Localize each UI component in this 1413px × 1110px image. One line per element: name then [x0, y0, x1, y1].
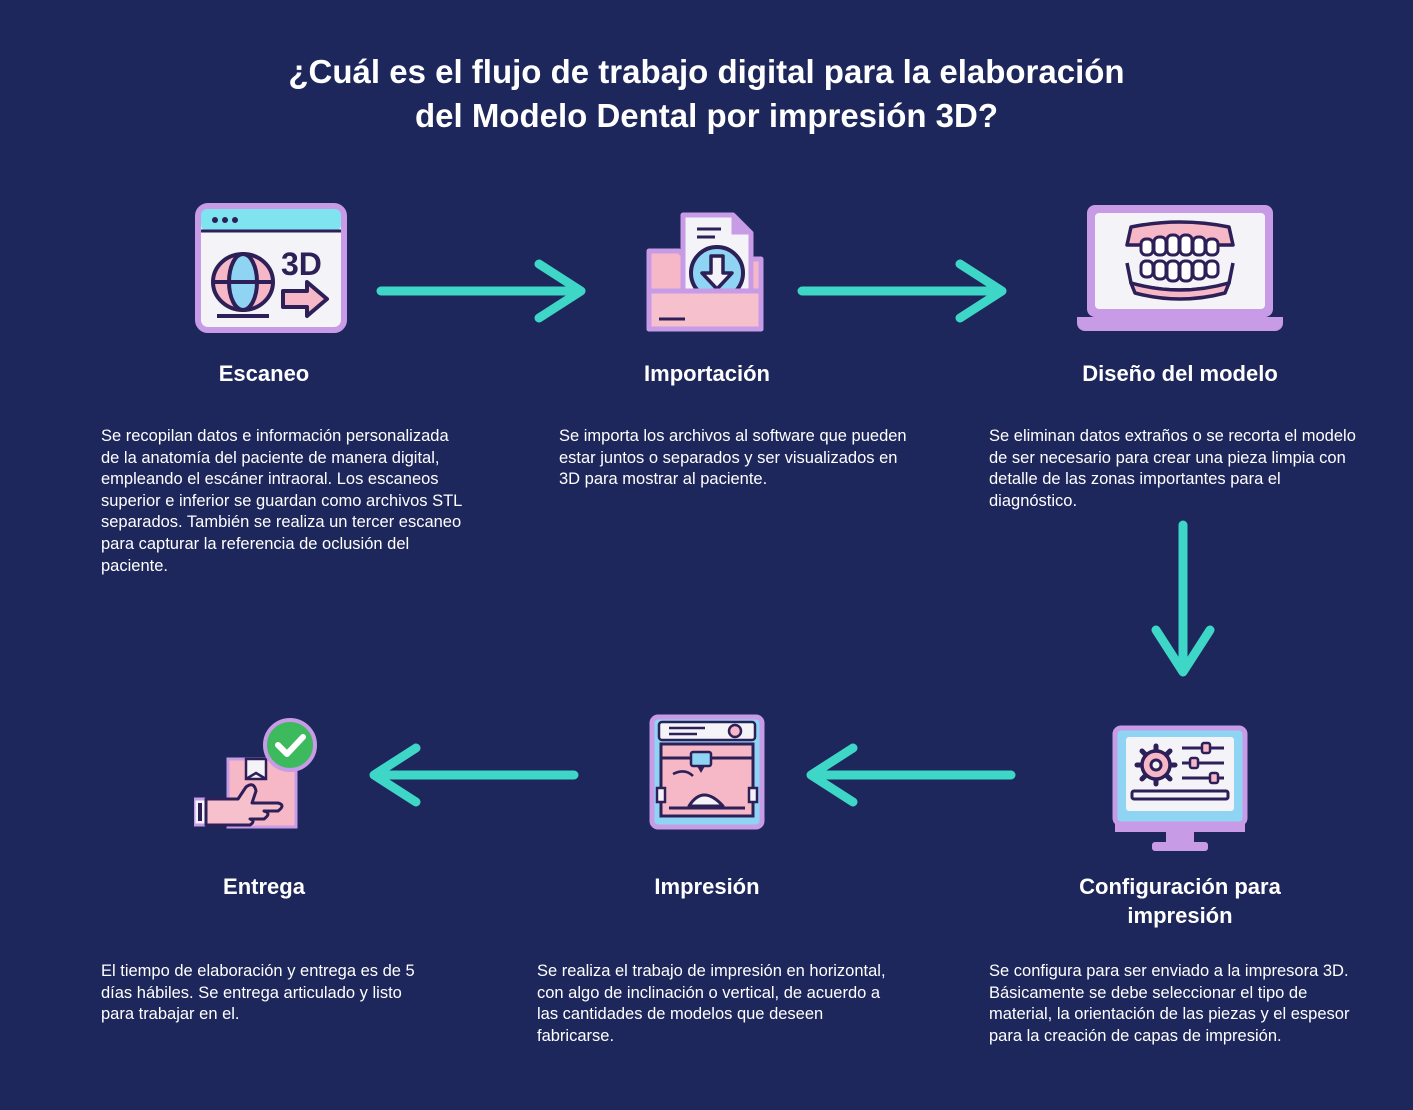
flow-arrow-down — [1150, 520, 1216, 682]
step-description-escaneo: Se recopilan datos e información persona… — [101, 427, 462, 575]
step-description-configuracion: Se configura para ser enviado a la impre… — [989, 962, 1350, 1045]
flow-arrow-right-2 — [797, 258, 1013, 324]
step-description-entrega: El tiempo de elaboración y entrega es de… — [101, 962, 415, 1024]
flow-arrow-right-1 — [376, 258, 592, 324]
svg-text:3D: 3D — [281, 246, 322, 282]
step-description-diseno-modelo: Se eliminan datos extraños o se recorta … — [989, 427, 1356, 510]
page-title-line-2: del Modelo Dental por impresión 3D? — [414, 97, 999, 134]
3d-printer-icon — [649, 714, 765, 830]
page-title: ¿Cuál es el flujo de trabajo digital par… — [0, 50, 1413, 138]
laptop-dentures-icon — [1075, 201, 1285, 335]
step-title-impresion: Impresión — [654, 874, 760, 899]
step-title-importacion: Importación — [644, 361, 770, 386]
flow-arrow-left-1 — [800, 742, 1016, 808]
step-title-diseno-modelo: Diseño del modelo — [1082, 361, 1278, 386]
scan-3d-icon: 3D — [195, 203, 347, 333]
step-description-importacion: Se importa los archivos al software que … — [559, 427, 907, 489]
step-title-entrega: Entrega — [223, 874, 305, 899]
page-title-line-1: ¿Cuál es el flujo de trabajo digital par… — [288, 53, 1125, 90]
step-title-configuracion-line-2: impresión — [1127, 903, 1233, 928]
monitor-settings-icon — [1112, 725, 1248, 855]
file-import-icon — [645, 211, 769, 333]
step-description-impresion: Se realiza el trabajo de impresión en ho… — [537, 962, 886, 1045]
delivery-box-check-icon — [194, 715, 320, 831]
flow-arrow-left-2 — [363, 742, 579, 808]
step-title-configuracion: Configuración para impresión — [1030, 872, 1330, 930]
step-title-configuracion-line-1: Configuración para — [1079, 874, 1281, 899]
step-title-escaneo: Escaneo — [218, 361, 310, 386]
